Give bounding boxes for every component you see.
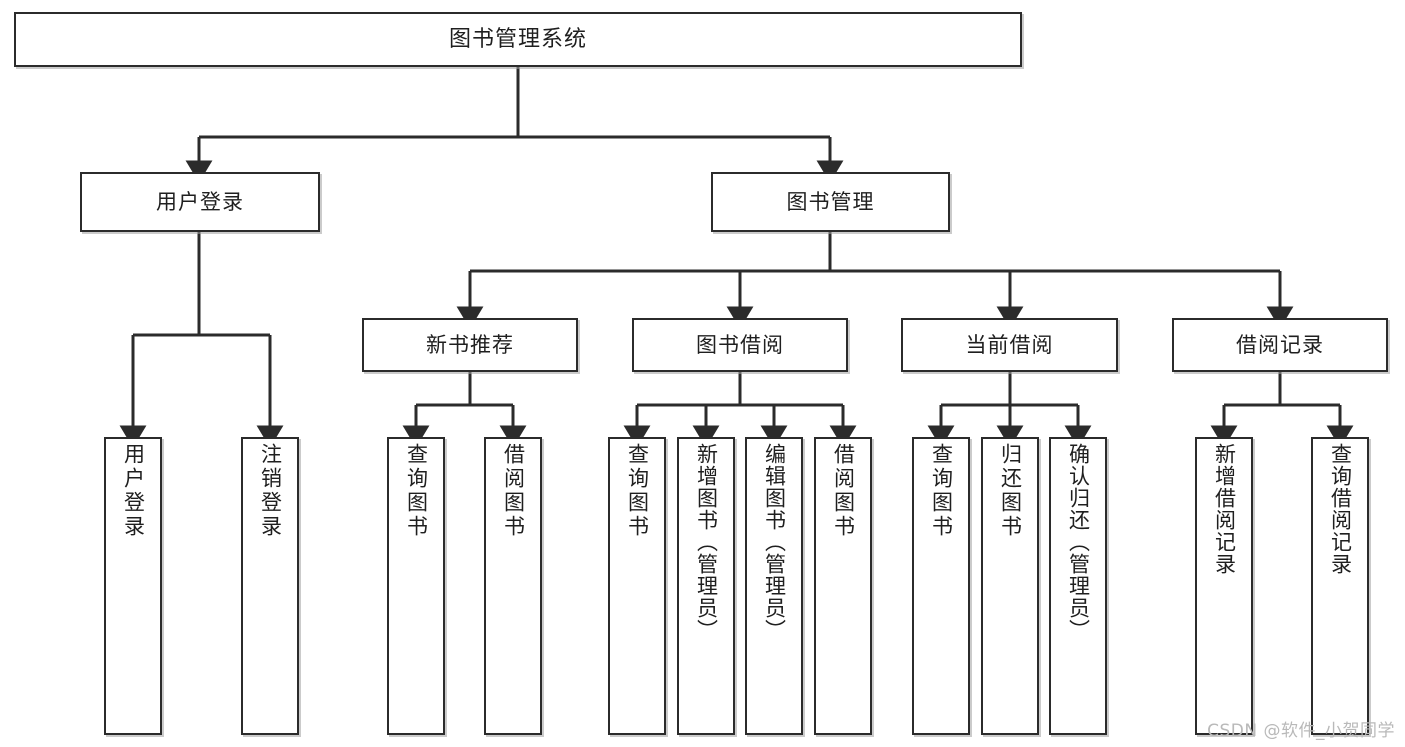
node-new-book-recommend-label: 新书推荐 bbox=[426, 332, 514, 357]
node-leaf-query-book-2-label: 查询图书 bbox=[625, 443, 650, 539]
node-leaf-borrow-book-1[interactable]: 借阅图书 bbox=[484, 437, 542, 735]
node-book-manage[interactable]: 图书管理 bbox=[711, 172, 950, 232]
node-leaf-return-book[interactable]: 归还图书 bbox=[981, 437, 1039, 735]
node-leaf-query-book-3[interactable]: 查询图书 bbox=[912, 437, 970, 735]
node-leaf-add-book-label: 新增图书（管理员） bbox=[694, 443, 719, 641]
node-borrow-record[interactable]: 借阅记录 bbox=[1172, 318, 1388, 372]
node-leaf-borrow-book-2-label: 借阅图书 bbox=[831, 443, 856, 539]
node-leaf-user-logout-label: 注销登录 bbox=[258, 443, 283, 539]
node-leaf-borrow-book-2[interactable]: 借阅图书 bbox=[814, 437, 872, 735]
node-book-borrow[interactable]: 图书借阅 bbox=[632, 318, 848, 372]
node-book-borrow-label: 图书借阅 bbox=[696, 332, 784, 357]
node-leaf-edit-book[interactable]: 编辑图书（管理员） bbox=[745, 437, 803, 735]
node-leaf-query-book-1-label: 查询图书 bbox=[404, 443, 429, 539]
node-leaf-query-book-1[interactable]: 查询图书 bbox=[387, 437, 445, 735]
node-user-login-label: 用户登录 bbox=[156, 189, 244, 214]
node-leaf-edit-book-label: 编辑图书（管理员） bbox=[762, 443, 787, 641]
node-leaf-borrow-book-1-label: 借阅图书 bbox=[501, 443, 526, 539]
node-root-label: 图书管理系统 bbox=[448, 26, 587, 52]
watermark: CSDN @软件_小贺同学 bbox=[1207, 721, 1395, 741]
node-current-borrow-label: 当前借阅 bbox=[965, 332, 1054, 357]
node-leaf-confirm-return[interactable]: 确认归还（管理员） bbox=[1049, 437, 1107, 735]
node-root[interactable]: 图书管理系统 bbox=[14, 12, 1022, 67]
node-leaf-add-record-label: 新增借阅记录 bbox=[1212, 443, 1237, 575]
node-user-login[interactable]: 用户登录 bbox=[80, 172, 320, 232]
node-leaf-query-book-3-label: 查询图书 bbox=[929, 443, 954, 539]
node-leaf-add-record[interactable]: 新增借阅记录 bbox=[1195, 437, 1253, 735]
node-leaf-query-record[interactable]: 查询借阅记录 bbox=[1311, 437, 1369, 735]
node-leaf-user-login[interactable]: 用户登录 bbox=[104, 437, 162, 735]
node-leaf-add-book[interactable]: 新增图书（管理员） bbox=[677, 437, 735, 735]
node-leaf-user-logout[interactable]: 注销登录 bbox=[241, 437, 299, 735]
node-leaf-query-record-label: 查询借阅记录 bbox=[1328, 443, 1353, 575]
node-borrow-record-label: 借阅记录 bbox=[1236, 332, 1324, 357]
node-book-manage-label: 图书管理 bbox=[786, 189, 875, 214]
node-current-borrow[interactable]: 当前借阅 bbox=[901, 318, 1118, 372]
node-leaf-user-login-label: 用户登录 bbox=[121, 443, 146, 539]
node-leaf-return-book-label: 归还图书 bbox=[998, 443, 1023, 539]
node-leaf-query-book-2[interactable]: 查询图书 bbox=[608, 437, 666, 735]
node-new-book-recommend[interactable]: 新书推荐 bbox=[362, 318, 578, 372]
node-leaf-confirm-return-label: 确认归还（管理员） bbox=[1066, 443, 1091, 641]
